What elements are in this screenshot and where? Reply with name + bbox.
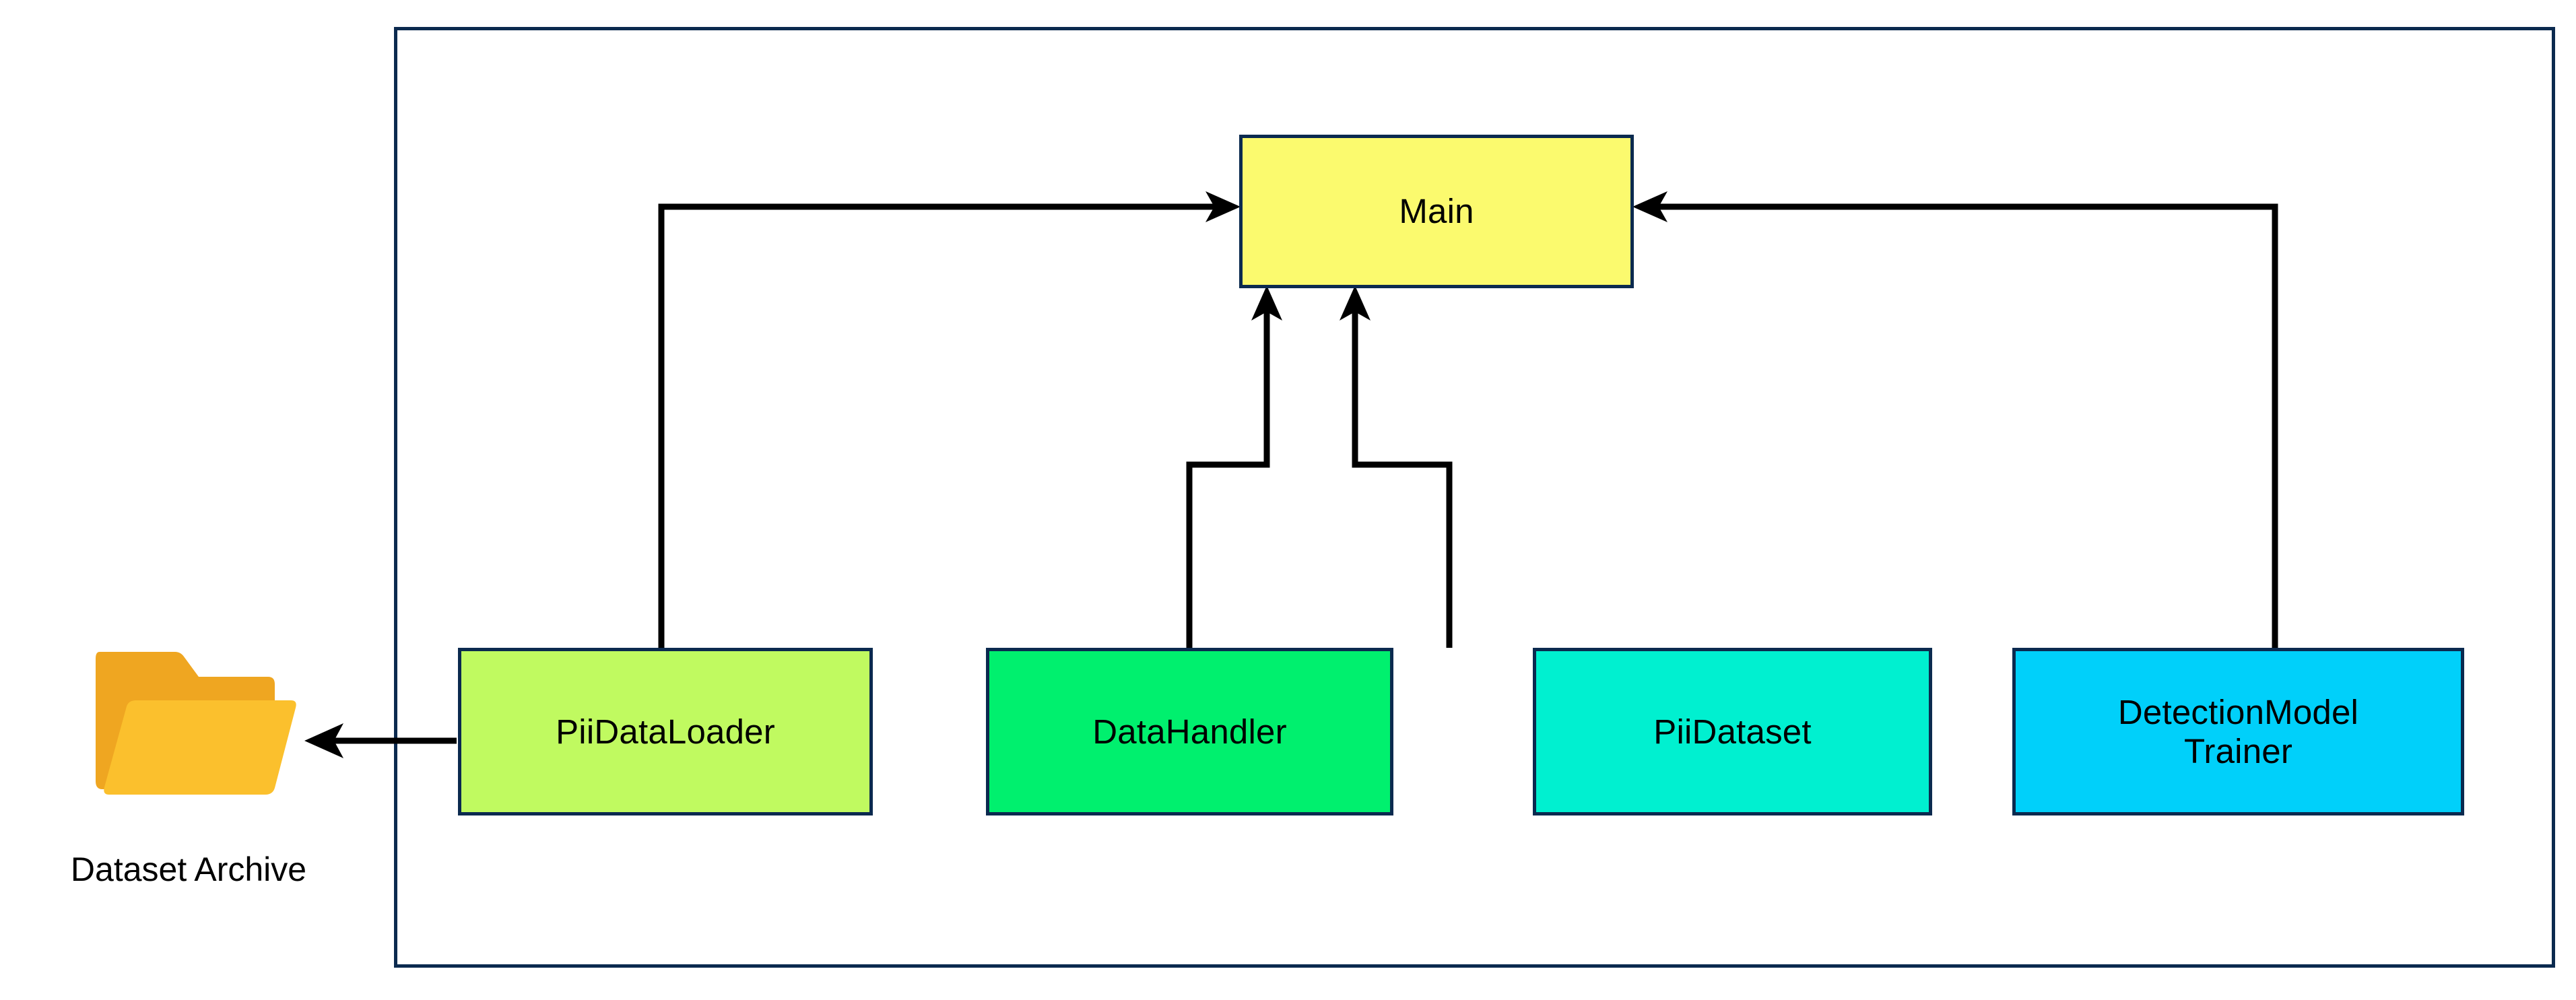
node-datahandler[interactable]: DataHandler bbox=[986, 648, 1393, 815]
node-piidataset[interactable]: PiiDataset bbox=[1533, 648, 1932, 815]
arrowhead-to-main-bottom-right bbox=[1340, 286, 1370, 321]
dataset-archive-label: Dataset Archive bbox=[70, 851, 307, 888]
node-main-label: Main bbox=[1399, 192, 1474, 231]
edge-detectionmodeltrainer-to-main bbox=[1643, 203, 2278, 648]
node-piidataloader[interactable]: PiiDataLoader bbox=[458, 648, 873, 815]
node-detectionmodeltrainer-label: DetectionModel Trainer bbox=[2117, 693, 2359, 770]
folder-icon bbox=[96, 652, 296, 795]
arrowhead-to-main-left bbox=[1206, 191, 1241, 222]
edge-datahandler-to-main bbox=[1186, 296, 1270, 648]
node-piidataloader-label: PiiDataLoader bbox=[556, 712, 775, 751]
node-piidataset-label: PiiDataset bbox=[1653, 712, 1812, 751]
node-main[interactable]: Main bbox=[1239, 135, 1634, 288]
arrowhead-to-main-bottom-left bbox=[1251, 286, 1282, 321]
edge-piidataloader-to-main bbox=[658, 203, 1230, 648]
arrowhead-to-folder bbox=[304, 723, 343, 758]
node-detectionmodeltrainer[interactable]: DetectionModel Trainer bbox=[2012, 648, 2464, 815]
node-datahandler-label: DataHandler bbox=[1092, 712, 1287, 751]
arrowhead-to-main-right bbox=[1632, 191, 1667, 222]
edge-piidataset-to-main bbox=[1352, 296, 1453, 648]
